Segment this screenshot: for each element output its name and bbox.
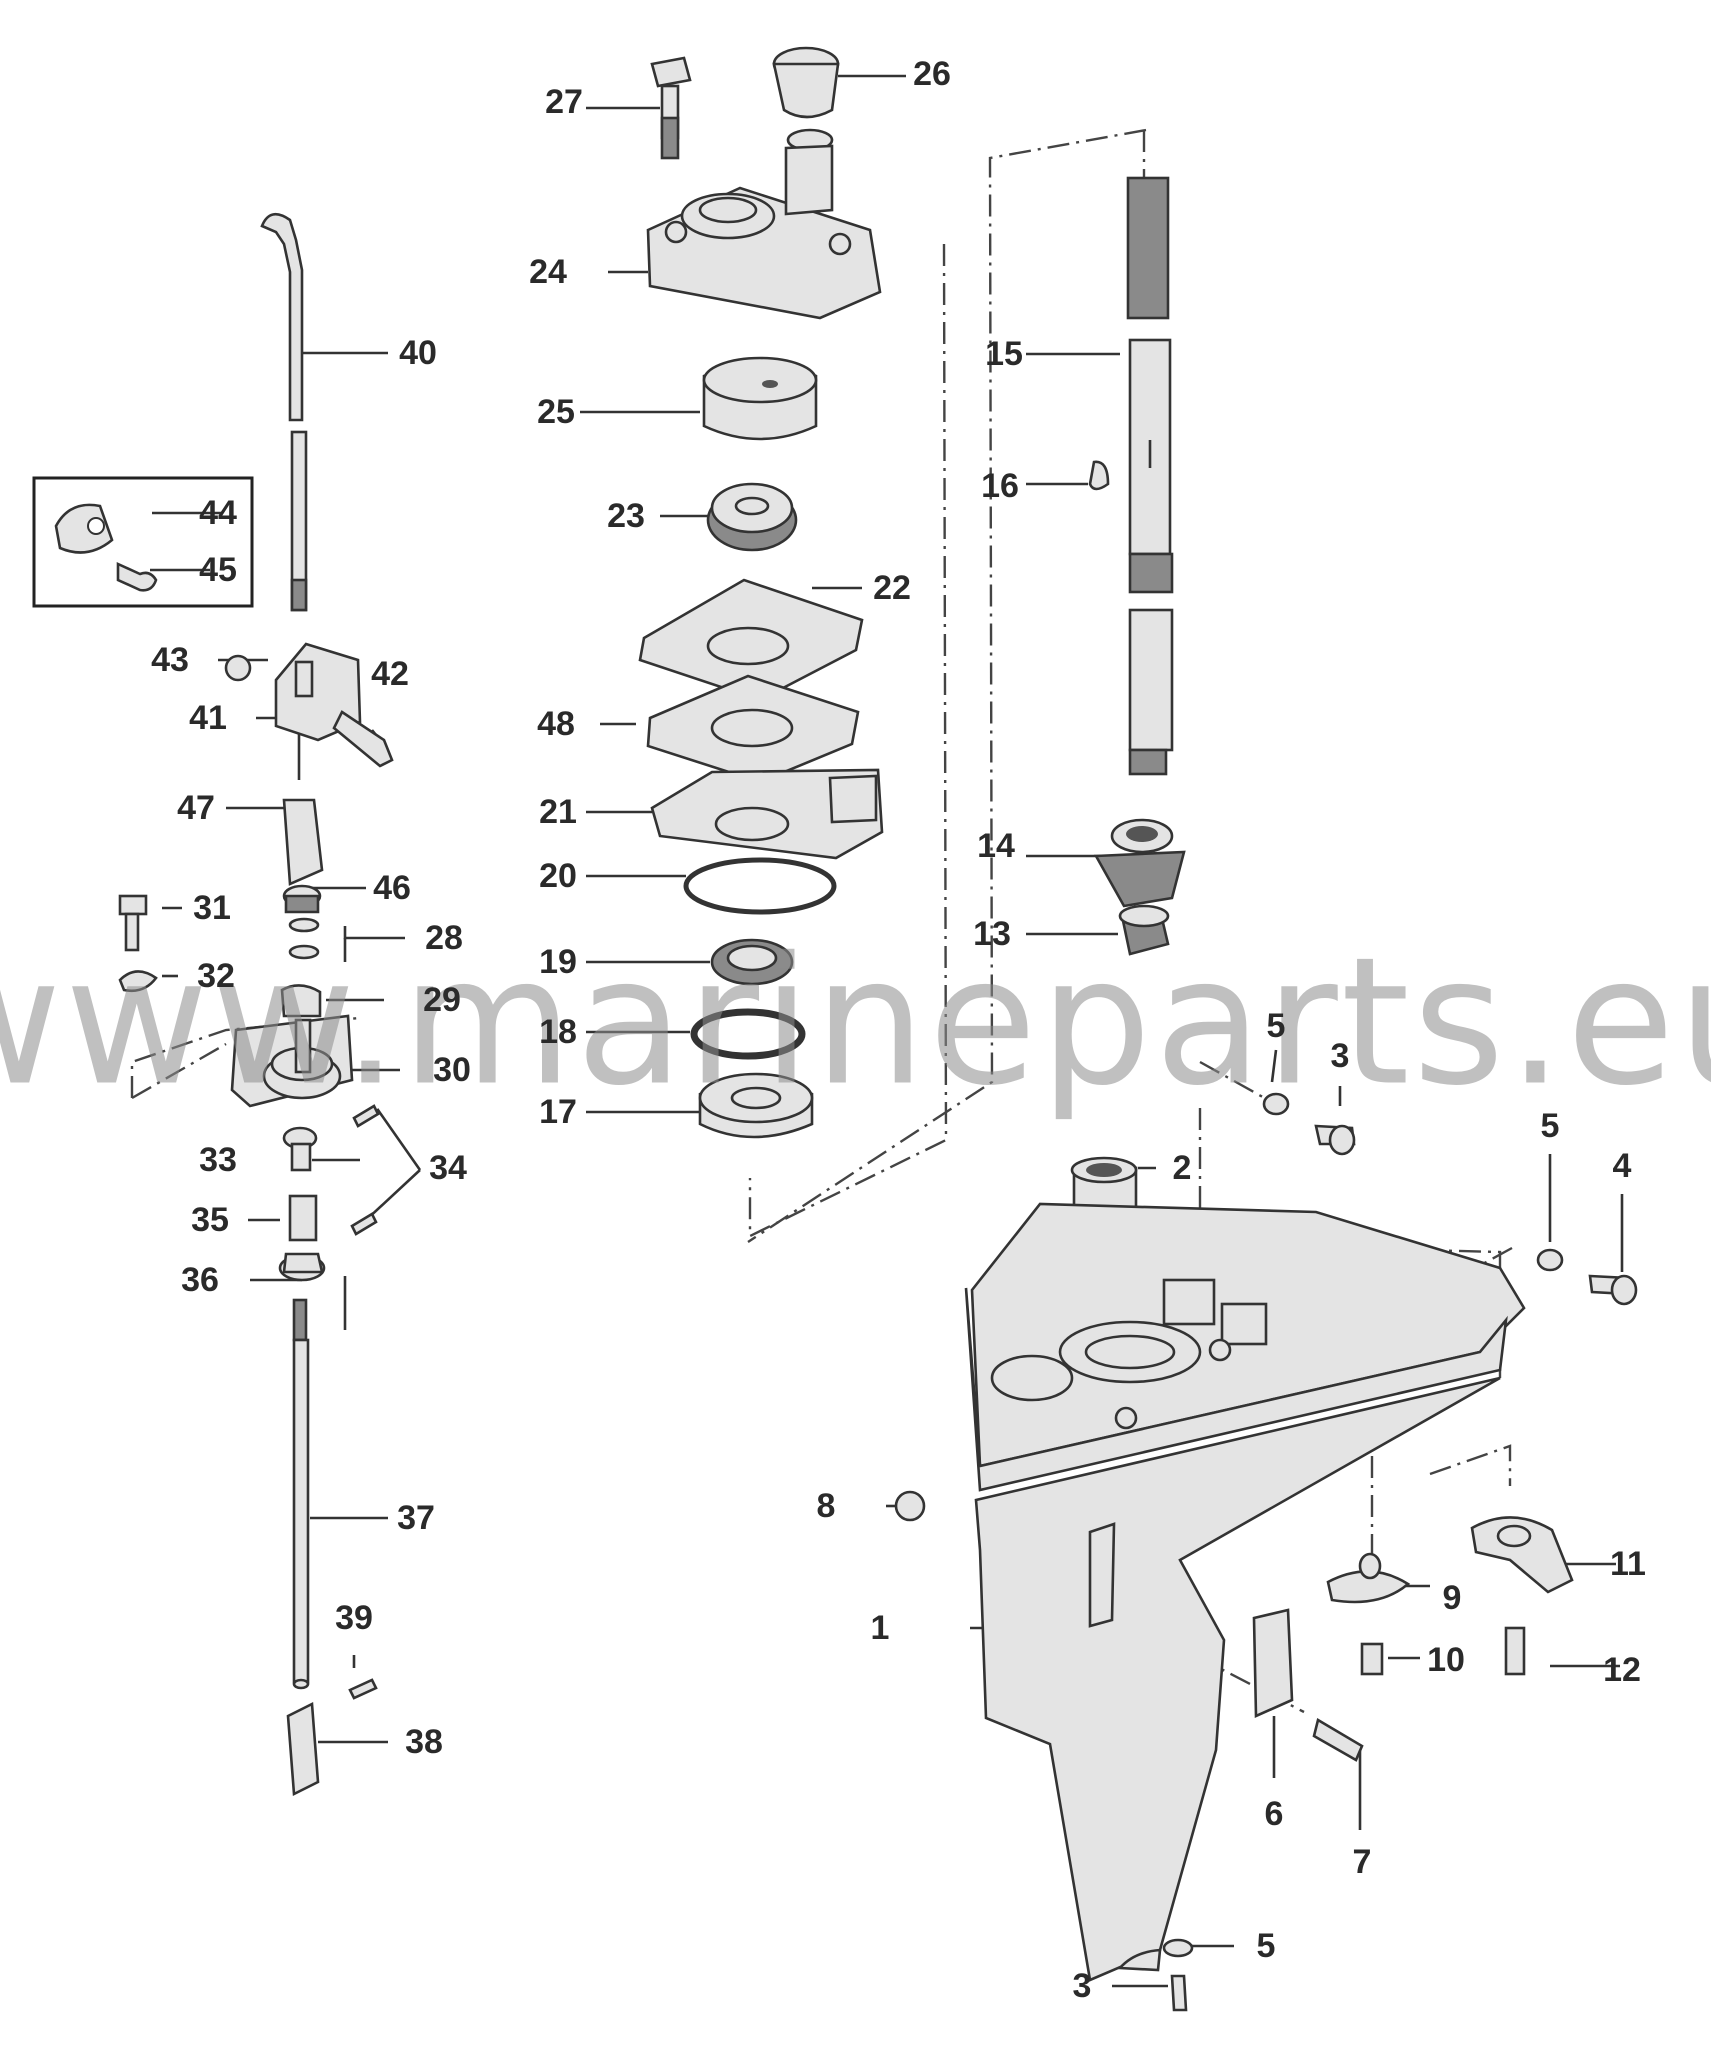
callout-44: 44 [199, 494, 237, 532]
callout-7: 7 [1352, 1843, 1372, 1881]
callout-6: 6 [1264, 1795, 1284, 1833]
callout-47: 47 [177, 789, 215, 827]
callout-27: 27 [545, 83, 583, 121]
callout-5-right: 5 [1540, 1107, 1560, 1145]
part-1-gear-housing [964, 1202, 1526, 1982]
part-27-bolt [650, 56, 692, 160]
callout-42: 42 [371, 655, 409, 693]
part-37-lower-shift-rod [286, 1298, 378, 1797]
part-31-32-bolt-washer [118, 894, 158, 993]
part-20-o-ring [683, 857, 837, 915]
part-14-pinion-gear [1093, 818, 1186, 908]
callout-12: 12 [1603, 1651, 1641, 1689]
callout-31: 31 [193, 889, 231, 927]
callout-36: 36 [181, 1261, 219, 1299]
callout-29: 29 [423, 981, 461, 1019]
callout-15: 15 [985, 335, 1023, 373]
callout-11: 11 [1610, 1545, 1646, 1583]
callout-22: 22 [873, 569, 911, 607]
callout-26: 26 [913, 55, 951, 93]
part-47-46-coupler [282, 798, 324, 914]
callout-3-top: 3 [1330, 1037, 1350, 1075]
part-3-5-screws [1162, 1092, 1638, 2012]
watermark-text: www.marineparts.eu [0, 919, 1711, 1125]
part-7-screw [1312, 1717, 1364, 1762]
callout-3-bottom: 3 [1072, 1967, 1092, 2005]
part-15-drive-shaft [1126, 176, 1174, 776]
part-23-impeller [706, 482, 798, 552]
callout-37: 37 [397, 1499, 435, 1537]
callout-35: 35 [191, 1201, 229, 1239]
callout-17: 17 [539, 1093, 577, 1131]
part-16-key [1088, 460, 1110, 491]
callout-38: 38 [405, 1723, 443, 1761]
part-26-sleeve [772, 46, 840, 152]
callout-33: 33 [199, 1141, 237, 1179]
callout-19: 19 [539, 943, 577, 981]
part-18-ring [690, 1008, 806, 1060]
part-48-plate [646, 674, 860, 784]
callout-34: 34 [429, 1149, 467, 1187]
callout-10: 10 [1427, 1641, 1465, 1679]
callout-32: 32 [197, 957, 235, 995]
callout-8: 8 [816, 1487, 836, 1525]
part-8-plug [894, 1490, 926, 1522]
callout-25: 25 [537, 393, 575, 431]
part-25-insert [702, 356, 818, 441]
part-41-42-43-connector [224, 642, 394, 768]
callout-21: 21 [539, 793, 577, 831]
callout-14: 14 [977, 827, 1015, 865]
callout-4: 4 [1612, 1147, 1632, 1185]
part-11-12-trim-tab [1470, 1516, 1574, 1676]
part-2-bushing [1070, 1156, 1138, 1212]
callout-46: 46 [373, 869, 411, 907]
part-21-pump-base [650, 768, 884, 860]
callout-45: 45 [199, 551, 237, 589]
callout-1: 1 [870, 1609, 890, 1647]
callout-5-bottom: 5 [1256, 1927, 1276, 1965]
callout-23: 23 [607, 497, 645, 535]
callout-9: 9 [1442, 1579, 1462, 1617]
callout-28: 28 [425, 919, 463, 957]
callout-48: 48 [537, 705, 575, 743]
callout-18: 18 [539, 1013, 577, 1051]
callout-40: 40 [399, 334, 437, 372]
inset-box-44-45 [32, 476, 254, 608]
callout-13: 13 [973, 915, 1011, 953]
part-19-seal [710, 938, 794, 986]
callout-43: 43 [151, 641, 189, 679]
part-24-pump-housing [646, 144, 882, 320]
part-9-10-anode [1326, 1552, 1411, 1676]
callout-30: 30 [433, 1051, 471, 1089]
part-17-bearing [698, 1072, 814, 1139]
part-13-nut [1118, 904, 1170, 956]
callout-39: 39 [335, 1599, 373, 1637]
part-6-water-screen [1252, 1608, 1294, 1718]
callout-41: 41 [189, 699, 227, 737]
part-33-36-stack [278, 1104, 380, 1282]
callout-2: 2 [1172, 1149, 1192, 1187]
part-22-gasket [638, 578, 864, 702]
callout-20: 20 [539, 857, 577, 895]
callout-5-top: 5 [1266, 1007, 1286, 1045]
callout-24: 24 [529, 253, 567, 291]
callout-16: 16 [981, 467, 1019, 505]
part-29-30-bushing [230, 984, 354, 1108]
part-28-o-rings [288, 917, 320, 960]
